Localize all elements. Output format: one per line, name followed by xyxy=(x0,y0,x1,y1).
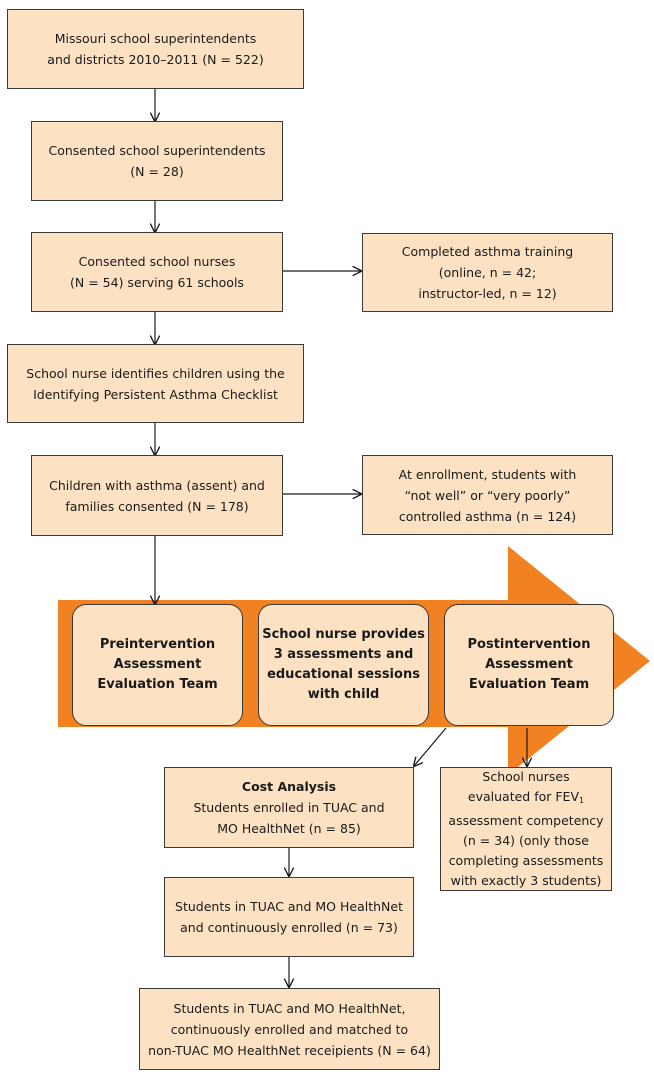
children-consented-line-2: families consented (N = 178) xyxy=(65,498,249,514)
box-nurse-provides: School nurse provides 3 assessments and … xyxy=(258,604,429,726)
continuously-enrolled-line-1: Students in TUAC and MO HealthNet xyxy=(175,899,403,914)
fev-line-4: (n = 34) (only those xyxy=(463,833,589,848)
fev-subscript: 1 xyxy=(579,796,585,805)
box-consented-superintendents: Consented school superintendents (N = 28… xyxy=(31,121,283,201)
postintervention-line-2: Assessment xyxy=(485,657,573,672)
nurse-identifies-line-1: School nurse identifies children using t… xyxy=(26,365,285,381)
consented-nurses-line-1: Consented school nurses xyxy=(78,254,236,269)
enrollment-line-2: “not well” or “very poorly” xyxy=(404,487,571,503)
fev-line-2: evaluated for FEV1 xyxy=(468,787,584,811)
enrollment-line-3: controlled asthma (n = 124) xyxy=(398,508,577,524)
postintervention-line-1: Postintervention xyxy=(467,637,591,652)
matched-line-3: non-TUAC MO HealthNet receipients (N = 6… xyxy=(148,1042,431,1058)
postintervention-line-3: Evaluation Team xyxy=(468,677,590,692)
enrollment-line-1: At enrollment, students with xyxy=(398,466,577,482)
box-asthma-training: Completed asthma training (online, n = 4… xyxy=(362,233,613,312)
preintervention-line-1: Preintervention xyxy=(99,637,216,652)
continuously-enrolled-line-2: and continuously enrolled (n = 73) xyxy=(180,920,398,935)
cost-analysis-title: Cost Analysis xyxy=(241,779,337,794)
box-postintervention: Postintervention Assessment Evaluation T… xyxy=(444,604,614,726)
box-continuously-enrolled: Students in TUAC and MO HealthNet and co… xyxy=(164,877,414,957)
box-fev-competency: School nurses evaluated for FEV1 assessm… xyxy=(440,767,612,891)
consented-nurses-line-2: (N = 54) serving 61 schools xyxy=(70,275,244,290)
box-preintervention: Preintervention Assessment Evaluation Te… xyxy=(72,604,243,726)
asthma-training-line-2: (online, n = 42; xyxy=(438,265,537,280)
matched-line-2: continuously enrolled and matched to xyxy=(170,1021,409,1037)
fev-line-6: with exactly 3 students) xyxy=(450,873,602,888)
asthma-training-line-3: instructor-led, n = 12) xyxy=(418,286,557,301)
nurse-provides-line-4: with child xyxy=(307,687,380,702)
box-nurse-identifies: School nurse identifies children using t… xyxy=(7,344,304,423)
box-superintendents: Missouri school superintendents and dist… xyxy=(7,9,304,89)
consented-superintendents-line-1: Consented school superintendents xyxy=(48,143,266,158)
box-consented-nurses: Consented school nurses (N = 54) serving… xyxy=(31,232,283,312)
preintervention-line-2: Assessment xyxy=(113,657,202,672)
cost-analysis-line-2: MO HealthNet (n = 85) xyxy=(217,821,361,836)
fev-line-5: completing assessments xyxy=(448,853,604,868)
asthma-training-line-1: Completed asthma training xyxy=(401,244,574,259)
nurse-provides-line-3: educational sessions xyxy=(267,667,420,682)
matched-line-1: Students in TUAC and MO HealthNet, xyxy=(173,1000,406,1016)
nurse-identifies-line-2: Identifying Persistent Asthma Checklist xyxy=(33,386,278,402)
consented-superintendents-line-2: (N = 28) xyxy=(130,164,184,179)
superintendents-line-1: Missouri school superintendents xyxy=(54,31,257,46)
children-consented-line-1: Children with asthma (assent) and xyxy=(49,477,265,493)
fev-line-2-text: evaluated for FEV xyxy=(467,789,579,804)
superintendents-line-2: and districts 2010–2011 (N = 522) xyxy=(47,52,264,67)
box-matched: Students in TUAC and MO HealthNet, conti… xyxy=(139,988,440,1070)
box-cost-analysis: Cost Analysis Students enrolled in TUAC … xyxy=(164,767,414,848)
preintervention-line-3: Evaluation Team xyxy=(97,677,218,692)
fev-line-1: School nurses xyxy=(482,769,570,784)
arrow-8 xyxy=(414,727,447,766)
nurse-provides-line-1: School nurse provides xyxy=(262,627,425,642)
cost-analysis-line-1: Students enrolled in TUAC and xyxy=(193,800,385,815)
nurse-provides-line-2: 3 assessments and xyxy=(273,647,414,662)
box-children-consented: Children with asthma (assent) and famili… xyxy=(31,455,283,536)
box-enrollment: At enrollment, students with “not well” … xyxy=(362,455,613,535)
fev-line-3: assessment competency xyxy=(448,813,604,828)
